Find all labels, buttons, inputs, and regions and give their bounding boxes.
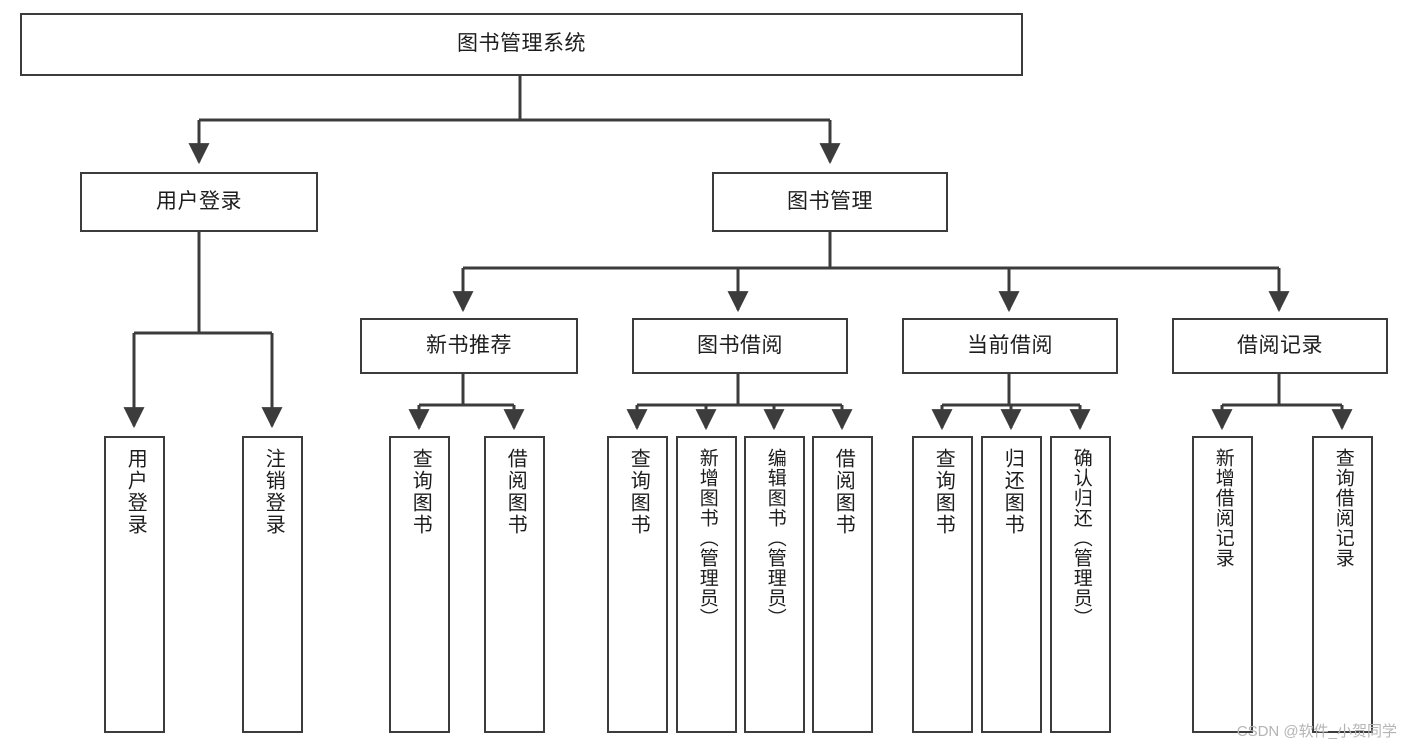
node-leaf-add-record[interactable]: 新增借阅记录 [1192,436,1253,733]
node-leaf-borrow-book-2[interactable]: 借阅图书 [812,436,873,733]
node-leaf-return-book[interactable]: 归还图书 [981,436,1042,733]
node-borrow-record-label: 借阅记录 [1237,333,1323,357]
node-leaf-query-book-1[interactable]: 查询图书 [389,436,450,733]
node-book-manage[interactable]: 图书管理 [712,172,948,232]
node-leaf-query-book-1-label: 查询图书 [409,448,432,536]
node-leaf-query-book-3[interactable]: 查询图书 [912,436,973,733]
node-leaf-user-login[interactable]: 用户登录 [104,436,165,733]
node-leaf-logout-login[interactable]: 注销登录 [242,436,303,733]
node-leaf-edit-book-label: 编辑图书（管理员） [764,448,786,628]
node-root[interactable]: 图书管理系统 [20,13,1023,76]
node-leaf-edit-book[interactable]: 编辑图书（管理员） [744,436,805,733]
node-borrow-record[interactable]: 借阅记录 [1172,318,1388,374]
node-new-book-recommend-label: 新书推荐 [426,333,512,357]
node-leaf-borrow-book-1-label: 借阅图书 [504,448,527,536]
node-new-book-recommend[interactable]: 新书推荐 [360,318,578,374]
node-leaf-confirm-return[interactable]: 确认归还（管理员） [1050,436,1111,733]
node-leaf-add-book[interactable]: 新增图书（管理员） [676,436,737,733]
node-root-label: 图书管理系统 [457,32,586,56]
node-leaf-query-book-3-label: 查询图书 [932,448,955,536]
node-leaf-return-book-label: 归还图书 [1001,448,1024,536]
node-leaf-query-record[interactable]: 查询借阅记录 [1312,436,1373,733]
node-leaf-confirm-return-label: 确认归还（管理员） [1070,448,1092,628]
node-leaf-add-record-label: 新增借阅记录 [1212,448,1234,568]
node-book-borrow[interactable]: 图书借阅 [632,318,848,374]
node-leaf-borrow-book-2-label: 借阅图书 [832,448,855,536]
node-leaf-add-book-label: 新增图书（管理员） [696,448,718,628]
node-leaf-query-book-2[interactable]: 查询图书 [607,436,668,733]
node-user-login[interactable]: 用户登录 [80,172,318,232]
node-leaf-user-login-label: 用户登录 [124,448,147,536]
node-leaf-logout-login-label: 注销登录 [262,448,285,536]
node-user-login-label: 用户登录 [156,189,242,213]
node-leaf-borrow-book-1[interactable]: 借阅图书 [484,436,545,733]
node-leaf-query-book-2-label: 查询图书 [627,448,650,536]
node-book-manage-label: 图书管理 [787,189,873,213]
node-current-borrow[interactable]: 当前借阅 [902,318,1118,374]
node-leaf-query-record-label: 查询借阅记录 [1332,448,1354,568]
node-current-borrow-label: 当前借阅 [967,333,1053,357]
node-book-borrow-label: 图书借阅 [697,333,783,357]
